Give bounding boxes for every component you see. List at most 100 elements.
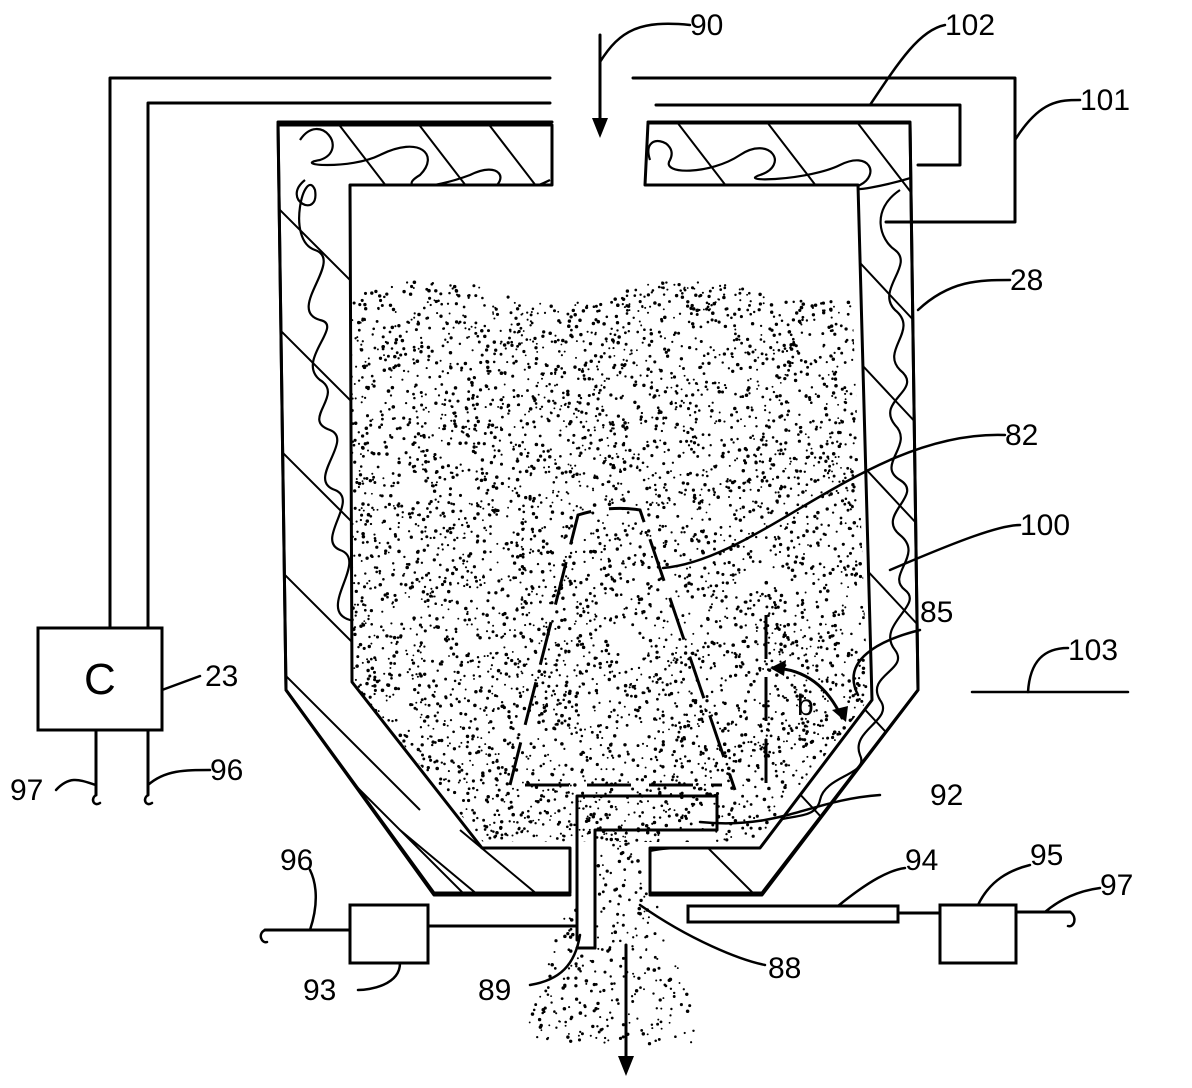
particle-dot: [801, 490, 805, 494]
particle-dot: [462, 562, 465, 565]
particle-dot: [363, 442, 367, 446]
particle-dot: [741, 794, 745, 798]
particle-dot: [554, 641, 557, 644]
particle-dot: [784, 822, 787, 825]
particle-dot: [641, 461, 645, 465]
particle-dot: [450, 571, 455, 576]
particle-dot: [504, 832, 508, 836]
particle-dot: [560, 702, 562, 705]
particle-dot: [802, 745, 806, 749]
particle-dot: [856, 801, 859, 804]
particle-dot: [475, 502, 479, 505]
particle-dot: [690, 303, 694, 308]
particle-dot: [420, 341, 423, 344]
particle-dot: [483, 828, 487, 831]
particle-dot: [366, 677, 370, 681]
particle-dot: [608, 700, 612, 703]
particle-dot: [386, 354, 390, 358]
particle-dot: [540, 617, 544, 621]
particle-dot: [655, 388, 659, 393]
particle-dot: [382, 629, 385, 632]
particle-dot: [822, 695, 825, 698]
particle-dot: [368, 579, 371, 582]
particle-dot: [370, 291, 374, 295]
particle-dot: [662, 809, 665, 812]
particle-dot: [841, 604, 844, 607]
particle-dot: [739, 625, 743, 629]
particle-dot: [635, 503, 638, 506]
particle-dot: [587, 368, 590, 371]
particle-dot: [380, 625, 383, 628]
particle-dot: [494, 348, 498, 352]
particle-dot: [736, 544, 740, 548]
particle-dot: [569, 453, 572, 456]
particle-dot: [355, 477, 358, 481]
particle-dot: [362, 509, 365, 512]
particle-dot: [589, 747, 592, 750]
particle-dot: [819, 426, 822, 429]
particle-dot: [620, 824, 623, 827]
particle-dot: [662, 626, 665, 629]
particle-dot: [600, 384, 603, 387]
particle-dot: [534, 785, 539, 790]
particle-dot: [519, 631, 523, 635]
particle-dot: [495, 793, 500, 798]
particle-dot: [613, 355, 616, 357]
particle-dot: [486, 794, 490, 799]
particle-dot: [449, 693, 452, 696]
particle-dot: [843, 566, 846, 570]
particle-dot: [840, 521, 843, 523]
particle-dot: [393, 593, 397, 597]
particle-dot: [847, 762, 850, 765]
particle-dot: [749, 550, 753, 553]
particle-dot: [595, 305, 598, 308]
particle-dot: [521, 426, 525, 429]
particle-dot: [861, 806, 864, 810]
particle-dot: [608, 743, 613, 747]
particle-dot: [526, 815, 530, 819]
particle-dot: [415, 813, 420, 818]
particle-dot: [616, 653, 620, 656]
particle-dot: [603, 544, 606, 548]
particle-dot: [441, 548, 444, 551]
particle-dot: [396, 481, 400, 485]
particle-dot: [463, 777, 466, 781]
particle-dot: [384, 358, 387, 362]
particle-dot: [768, 483, 772, 488]
particle-dot: [434, 289, 438, 293]
particle-dot: [863, 307, 866, 311]
particle-dot: [689, 312, 693, 316]
particle-dot: [429, 500, 433, 504]
particle-dot: [512, 617, 516, 621]
particle-dot: [679, 826, 682, 830]
particle-dot: [850, 648, 854, 652]
particle-dot: [624, 819, 626, 822]
particle-dot: [427, 436, 431, 439]
particle-dot: [865, 391, 868, 394]
particle-dot: [486, 696, 490, 700]
particle-dot: [738, 653, 742, 656]
particle-dot: [783, 631, 786, 634]
particle-dot: [699, 787, 703, 791]
particle-dot: [639, 597, 644, 601]
particle-dot: [454, 818, 457, 821]
particle-dot: [830, 431, 834, 435]
particle-dot: [476, 656, 480, 659]
particle-dot: [670, 371, 673, 375]
particle-dot: [537, 738, 540, 740]
particle-dot: [690, 538, 694, 543]
particle-dot: [759, 505, 762, 509]
particle-dot: [797, 838, 800, 841]
particle-dot: [566, 389, 570, 394]
particle-dot: [487, 670, 490, 673]
particle-dot: [477, 340, 481, 344]
particle-dot: [712, 589, 716, 593]
particle-dot: [543, 670, 547, 674]
particle-dot: [593, 664, 596, 668]
particle-dot: [646, 653, 650, 657]
particle-dot: [442, 752, 446, 756]
duct-101: [631, 76, 1017, 224]
particle-dot: [603, 379, 606, 383]
particle-dot: [801, 647, 804, 650]
particle-dot: [609, 429, 613, 433]
